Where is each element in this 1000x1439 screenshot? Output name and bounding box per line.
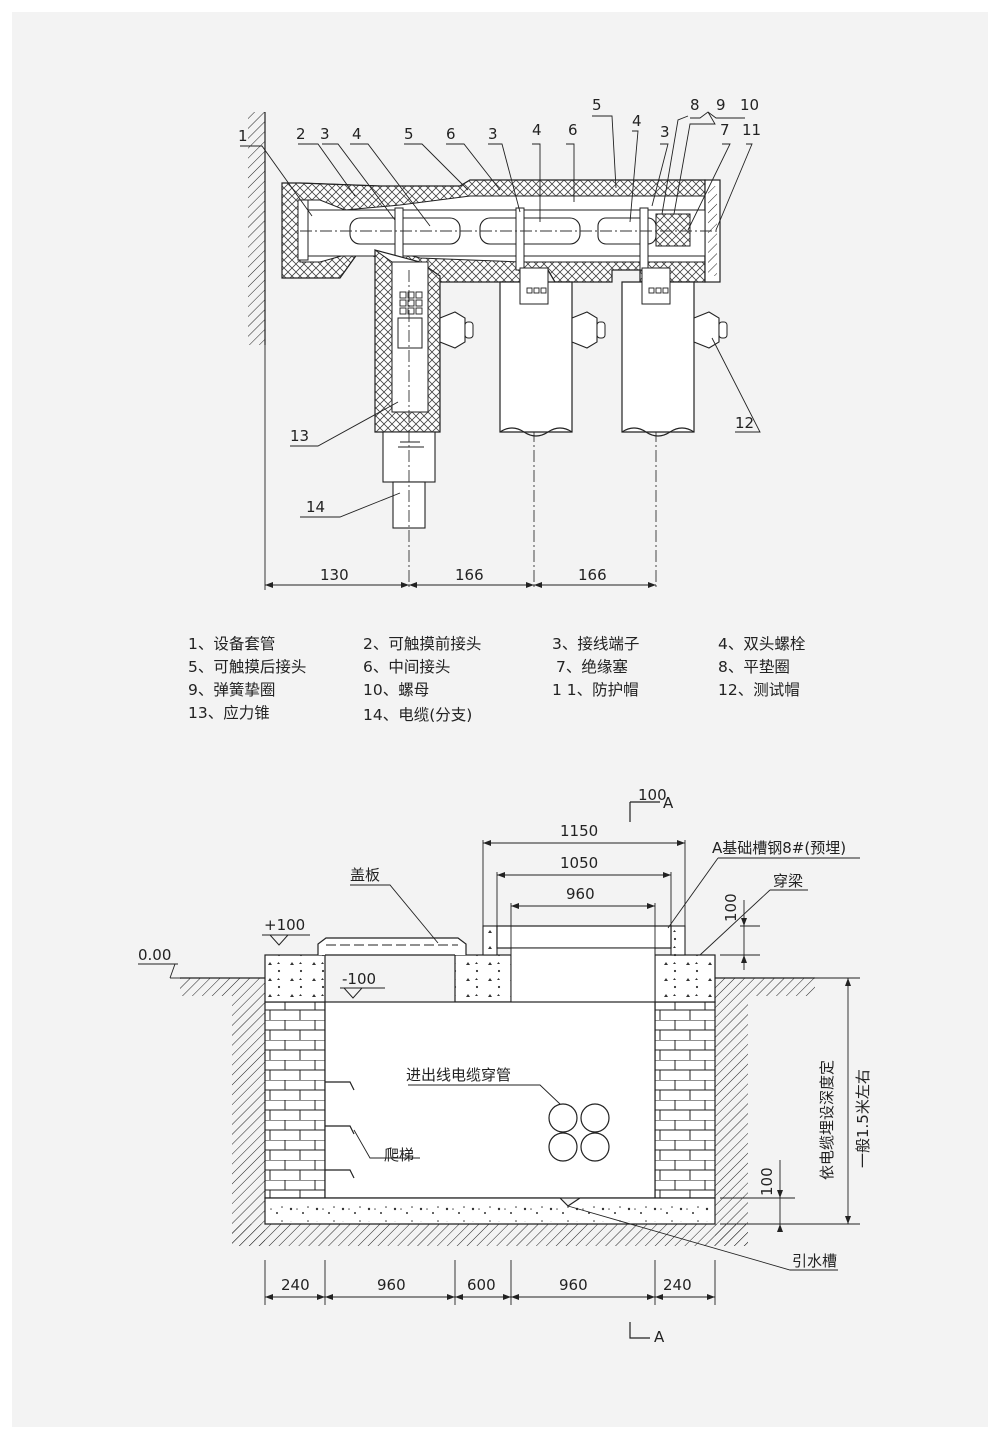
- dimension-label: 166: [455, 566, 484, 584]
- part-number: 7: [720, 121, 730, 139]
- part-number: 13: [290, 427, 309, 445]
- part-number: 4: [632, 112, 642, 130]
- part-number: 10: [740, 96, 759, 114]
- channel-steel-label: A基础槽钢8#(预埋): [712, 839, 846, 857]
- legend-item: 10、螺母: [363, 681, 429, 699]
- part-number: 4: [532, 121, 542, 139]
- depth-note: 依电缆埋设深度定: [818, 1060, 836, 1180]
- leader-lines: [240, 111, 761, 518]
- parts-legend: 1、设备套管 2、可触摸前接头 3、接线端子 4、双头螺栓 5、可触摸后接头 6…: [188, 635, 805, 724]
- dimension-label: 960: [566, 885, 595, 903]
- part-number: 14: [306, 498, 325, 516]
- dimension-label: 100: [758, 1167, 776, 1196]
- legend-item: 3、接线端子: [552, 635, 639, 653]
- legend-item: 6、中间接头: [363, 658, 450, 676]
- part-number: 11: [742, 121, 761, 139]
- legend-item: 13、应力锥: [188, 703, 270, 722]
- legend-item: 1 1、防护帽: [552, 681, 639, 699]
- test-cap-2: [571, 311, 606, 349]
- beam-label: 穿梁: [773, 872, 803, 890]
- cover-plate-label: 盖板: [350, 866, 380, 884]
- test-cap-3: [693, 311, 728, 349]
- test-cap-1: [439, 311, 474, 349]
- part-number: 3: [488, 125, 498, 143]
- legend-item: 2、可触摸前接头: [363, 635, 481, 653]
- connector-assembly: 1 2 3 4 5 6 3 4 6 5 4 3 8 9 10 7 11 13 1…: [238, 96, 761, 590]
- cable-pipes: [548, 1103, 610, 1162]
- dimension-label: 130: [320, 566, 349, 584]
- level-mark: +100: [264, 916, 305, 934]
- legend-item: 12、测试帽: [718, 681, 800, 699]
- legend-item: 4、双头螺栓: [718, 635, 805, 653]
- terminal-holes: [399, 291, 423, 315]
- part-number: 8: [690, 96, 700, 114]
- level-mark: 0.00: [138, 946, 171, 964]
- part-number: 5: [592, 96, 602, 114]
- legend-item: 5、可触摸后接头: [188, 658, 306, 676]
- dimension-label: 100: [722, 893, 740, 922]
- legend-item: 8、平垫圈: [718, 658, 790, 676]
- level-mark: -100: [342, 970, 376, 988]
- dimension-label: 240: [281, 1276, 310, 1294]
- part-number: 6: [446, 125, 456, 143]
- part-number: 9: [716, 96, 726, 114]
- pipes-label: 进出线电缆穿管: [406, 1066, 511, 1084]
- part-number: 2: [296, 125, 306, 143]
- dimension-label: 960: [377, 1276, 406, 1294]
- ladder-label: 爬梯: [384, 1146, 414, 1164]
- legend-item: 1、设备套管: [188, 635, 275, 653]
- part-number: 5: [404, 125, 414, 143]
- part-number: 4: [352, 125, 362, 143]
- dimension-line: [265, 582, 656, 588]
- part-number: 3: [660, 123, 670, 141]
- section-mark: 100: [638, 786, 667, 804]
- dimension-label: 600: [467, 1276, 496, 1294]
- legend-item: 7、绝缘塞: [556, 658, 628, 676]
- part-number: 1: [238, 127, 248, 145]
- section-letter: A: [654, 1328, 665, 1346]
- drain-label: 引水槽: [792, 1252, 837, 1270]
- section-letter: A: [663, 794, 674, 812]
- cable-pit-section: 100 A A 1150 1050 960 A基础槽钢8#(预埋) 盖板 穿梁 …: [138, 786, 872, 1346]
- dimension-label: 1050: [560, 854, 598, 872]
- dimension-label: 960: [559, 1276, 588, 1294]
- legend-item: 9、弹簧挚圈: [188, 681, 275, 699]
- dimension-label: 166: [578, 566, 607, 584]
- depth-note: 一般1.5米左右: [854, 1069, 872, 1168]
- dimension-label: 1150: [560, 822, 598, 840]
- part-number: 6: [568, 121, 578, 139]
- part-number: 3: [320, 125, 330, 143]
- dimension-label: 240: [663, 1276, 692, 1294]
- part-number: 12: [735, 414, 754, 432]
- legend-item: 14、电缆(分支): [363, 706, 472, 724]
